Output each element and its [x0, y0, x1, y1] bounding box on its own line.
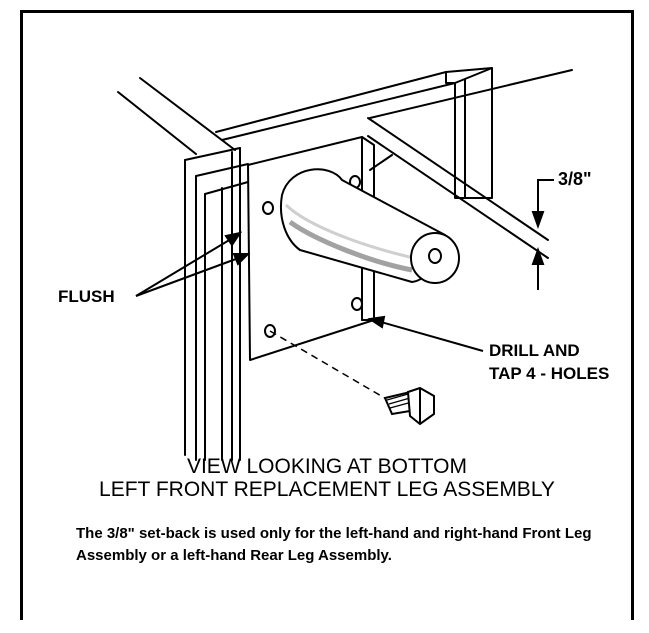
- plate-hole-top-left: [262, 201, 274, 215]
- plate-hole-bottom-left: [264, 324, 276, 338]
- flush-label: FLUSH: [58, 287, 115, 306]
- drill-label-line2: TAP 4 - HOLES: [489, 364, 610, 383]
- plate-hole-bottom-right: [351, 297, 363, 311]
- side-rail-top: [367, 117, 549, 241]
- flush-arrows: [135, 231, 251, 297]
- setback-note: The 3/8" set-back is used only for the l…: [76, 525, 592, 564]
- frame-rear-top-line: [215, 71, 447, 133]
- caption-line2: LEFT FRONT REPLACEMENT LEG ASSEMBLY: [99, 478, 555, 501]
- frame-rear-line-3: [369, 69, 573, 119]
- rear-post: [445, 67, 493, 199]
- dimension-label: 3/8": [558, 169, 592, 189]
- diagram-frame: [20, 10, 634, 620]
- side-rail-bottom: [367, 135, 549, 259]
- dimension-marker: [531, 179, 554, 290]
- frame-top-edge-outer: [139, 77, 236, 151]
- drill-label-line1: DRILL AND: [489, 341, 580, 360]
- caption-line1: VIEW LOOKING AT BOTTOM: [186, 455, 468, 478]
- drill-arrow: [367, 315, 484, 352]
- frame-top-edge-inner: [117, 91, 197, 155]
- bolt: [269, 330, 435, 426]
- frame-rear-line-2: [221, 82, 456, 141]
- leg-foot-hole: [428, 248, 442, 264]
- tapered-leg: [280, 168, 460, 284]
- apron-top-slant-3: [204, 181, 249, 195]
